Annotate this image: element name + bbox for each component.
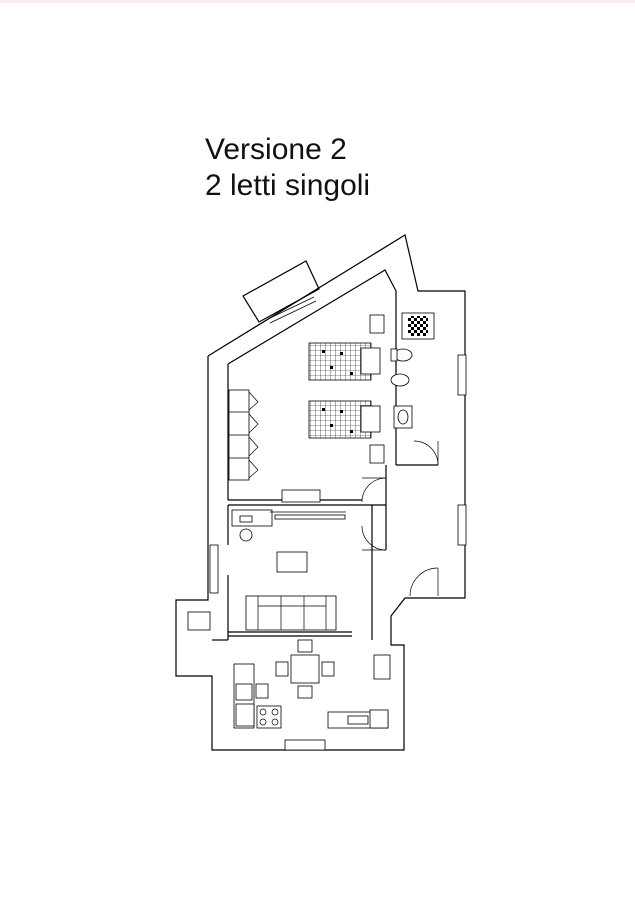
windows	[209, 354, 467, 751]
wardrobe	[228, 389, 259, 481]
plan-title: Versione 2 2 letti singoli	[205, 132, 370, 204]
sofa	[245, 595, 337, 631]
dresser	[281, 489, 321, 503]
bed-config-label: 2 letti singoli	[205, 169, 371, 202]
top-edge-strip	[0, 0, 635, 3]
bathroom	[390, 312, 435, 429]
coffee-table	[276, 551, 308, 573]
balcony	[242, 260, 320, 324]
version-label: Versione 2	[205, 133, 347, 166]
side-cabinet	[373, 654, 391, 680]
armchair	[187, 611, 211, 631]
single-bed-1	[308, 342, 381, 381]
bench-and-counter	[327, 709, 389, 729]
outer-walls	[175, 234, 466, 751]
single-bed-2	[308, 400, 381, 439]
kitchen-sink	[235, 683, 253, 701]
bidet	[390, 373, 410, 387]
shower-tray	[408, 316, 428, 336]
kitchenette	[233, 663, 282, 729]
nightstands	[369, 314, 385, 464]
desk-unit	[231, 509, 346, 542]
desk-chair	[239, 528, 253, 542]
dining-table	[275, 639, 335, 699]
cooktop	[256, 705, 282, 729]
doors	[361, 440, 439, 597]
